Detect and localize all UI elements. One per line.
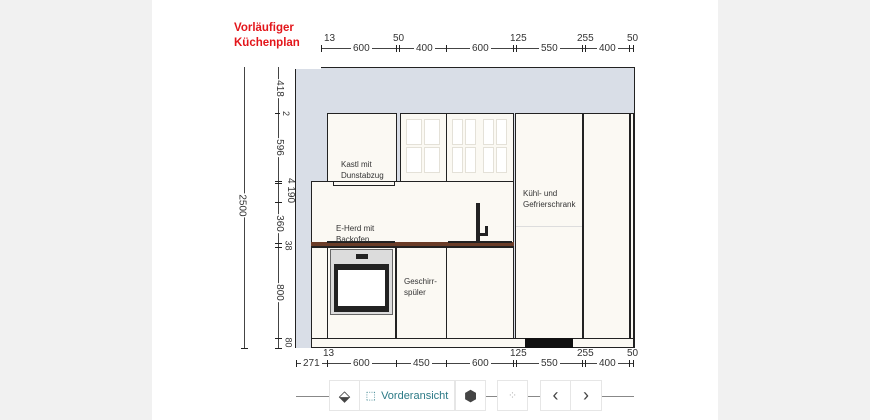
dim-label: 400 — [597, 358, 618, 369]
dim-label: 600 — [351, 358, 372, 369]
next-button[interactable]: › — [570, 380, 602, 411]
extractor-hood — [333, 181, 395, 186]
stove-label: E-Herd mit Backofen — [336, 224, 375, 244]
hood-label: Kastl mit Dunstabzug — [341, 160, 384, 180]
dim-label: 80 — [282, 336, 294, 349]
dim-label: 400 — [597, 43, 618, 54]
title-line-1: Vorläufiger — [234, 22, 294, 34]
dim-label: 271 — [301, 358, 322, 369]
filler-panel — [311, 247, 328, 339]
dim-label: 50 — [391, 33, 407, 44]
front-view-button[interactable]: ⬚ Vorderansicht — [359, 380, 455, 411]
prev-button[interactable]: ‹ — [540, 380, 571, 411]
dishwasher-label: Geschirr-spüler — [404, 277, 437, 297]
solid-view-button[interactable]: ⬢ — [455, 380, 486, 411]
hood-cabinet[interactable] — [327, 113, 397, 182]
dim-label: 2 — [280, 109, 292, 118]
chevron-left-icon: ‹ — [552, 385, 559, 405]
dim-label: 600 — [351, 43, 372, 54]
dim-label: 600 — [470, 43, 491, 54]
faucet-icon — [476, 203, 480, 243]
dim-label: 550 — [539, 358, 560, 369]
dim-label: 400 — [414, 43, 435, 54]
dim-label: 800 — [273, 283, 285, 302]
chevron-right-icon: › — [583, 385, 589, 405]
footprints-button[interactable]: ⁘ — [497, 380, 528, 411]
ventilation-grille — [525, 338, 573, 348]
dim-label: 255 — [575, 33, 596, 44]
dim-label: 13 — [321, 348, 337, 359]
dim-label: 2500 — [236, 193, 248, 218]
dim-label: 125 — [508, 348, 529, 359]
solid-cube-icon: ⬢ — [463, 387, 478, 405]
footprints-icon: ⁘ — [507, 390, 518, 402]
dishwasher-front[interactable] — [396, 247, 447, 339]
front-view-label: Vorderansicht — [381, 389, 449, 402]
fridge-tall-cabinet[interactable] — [515, 113, 583, 339]
cube-icon: ⬙ — [338, 387, 351, 405]
title-line-2: Küchenplan — [234, 37, 300, 49]
fridge-label: Kühl- und Gefrierschrank — [523, 189, 576, 209]
3d-view-button[interactable]: ⬙ — [329, 380, 360, 411]
dim-label: 13 — [322, 33, 338, 44]
dim-label: 418 — [273, 79, 285, 98]
cooktop — [327, 241, 395, 243]
dim-label: 450 — [411, 358, 432, 369]
plan-title: Vorläufiger Küchenplan — [234, 21, 300, 51]
dim-label: 50 — [625, 33, 641, 44]
countertop — [311, 242, 514, 247]
dim-label: 550 — [539, 43, 560, 54]
dim-label: 125 — [508, 33, 529, 44]
plinth — [311, 338, 634, 348]
dim-label: 50 — [625, 348, 641, 359]
oven — [330, 249, 393, 315]
sink — [448, 241, 512, 243]
dim-label: 600 — [470, 358, 491, 369]
dim-label: 38 — [282, 239, 294, 252]
dim-label: 255 — [575, 348, 596, 359]
dim-label: 360 — [273, 214, 285, 233]
sink-base-cabinet[interactable] — [446, 247, 514, 339]
glass-wall-cabinet-double[interactable] — [446, 113, 514, 182]
oven-cabinet[interactable] — [327, 247, 396, 339]
glass-wall-cabinet[interactable] — [400, 113, 447, 182]
tall-cabinet[interactable] — [583, 113, 630, 339]
front-view-icon: ⬚ — [365, 390, 377, 402]
side-panel — [630, 113, 634, 339]
dim-label: 596 — [273, 138, 285, 157]
